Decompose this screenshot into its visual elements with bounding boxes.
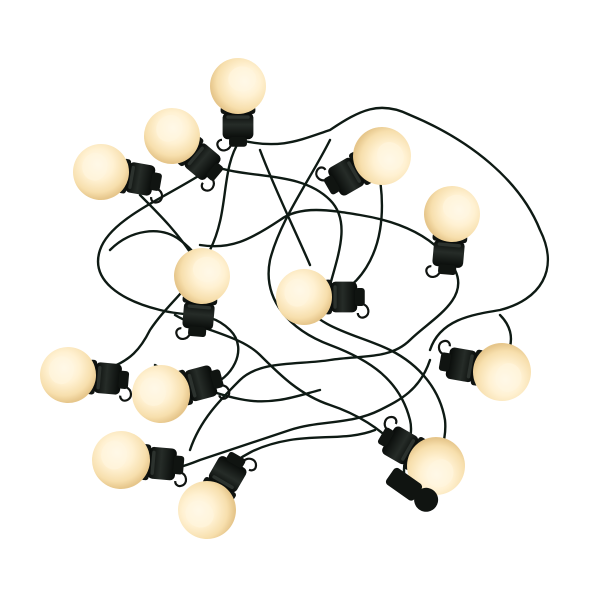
wire-segment — [97, 173, 240, 387]
hang-hook — [175, 327, 191, 341]
bulb-group — [40, 58, 531, 539]
light-bulb — [276, 269, 370, 325]
bulb-socket — [324, 279, 370, 319]
wire-segment — [198, 208, 442, 252]
wire-segment — [188, 268, 460, 452]
bulb-socket — [118, 158, 164, 204]
light-bulb — [437, 339, 531, 401]
hang-hook — [174, 471, 188, 488]
hang-hook — [218, 384, 231, 400]
wire-segment — [138, 193, 197, 262]
light-bulb — [315, 127, 411, 196]
light-bulb — [178, 451, 258, 539]
light-bulb — [377, 415, 465, 495]
light-bulb — [132, 365, 231, 423]
wire-segment — [208, 163, 343, 287]
power-plug — [385, 467, 439, 512]
hang-hook — [200, 178, 215, 192]
hang-hook — [425, 265, 441, 279]
light-bulb — [40, 347, 133, 403]
hang-hook — [119, 386, 133, 402]
light-bulb — [424, 186, 480, 279]
light-bulb — [73, 144, 164, 204]
wire-segment — [173, 313, 392, 442]
light-bulb — [92, 431, 188, 489]
hang-hook — [315, 166, 327, 182]
hang-hook — [150, 188, 164, 204]
light-bulb — [210, 58, 266, 152]
light-bulb — [174, 248, 230, 341]
light-bulb — [144, 108, 224, 192]
hang-hook — [437, 339, 451, 356]
wire-segment — [158, 358, 432, 472]
hang-hook — [216, 138, 233, 152]
wire-segment — [238, 106, 550, 352]
hang-hook — [242, 457, 258, 472]
hang-hook — [383, 415, 398, 431]
hang-hook — [356, 302, 370, 319]
wire-segment — [258, 148, 312, 267]
